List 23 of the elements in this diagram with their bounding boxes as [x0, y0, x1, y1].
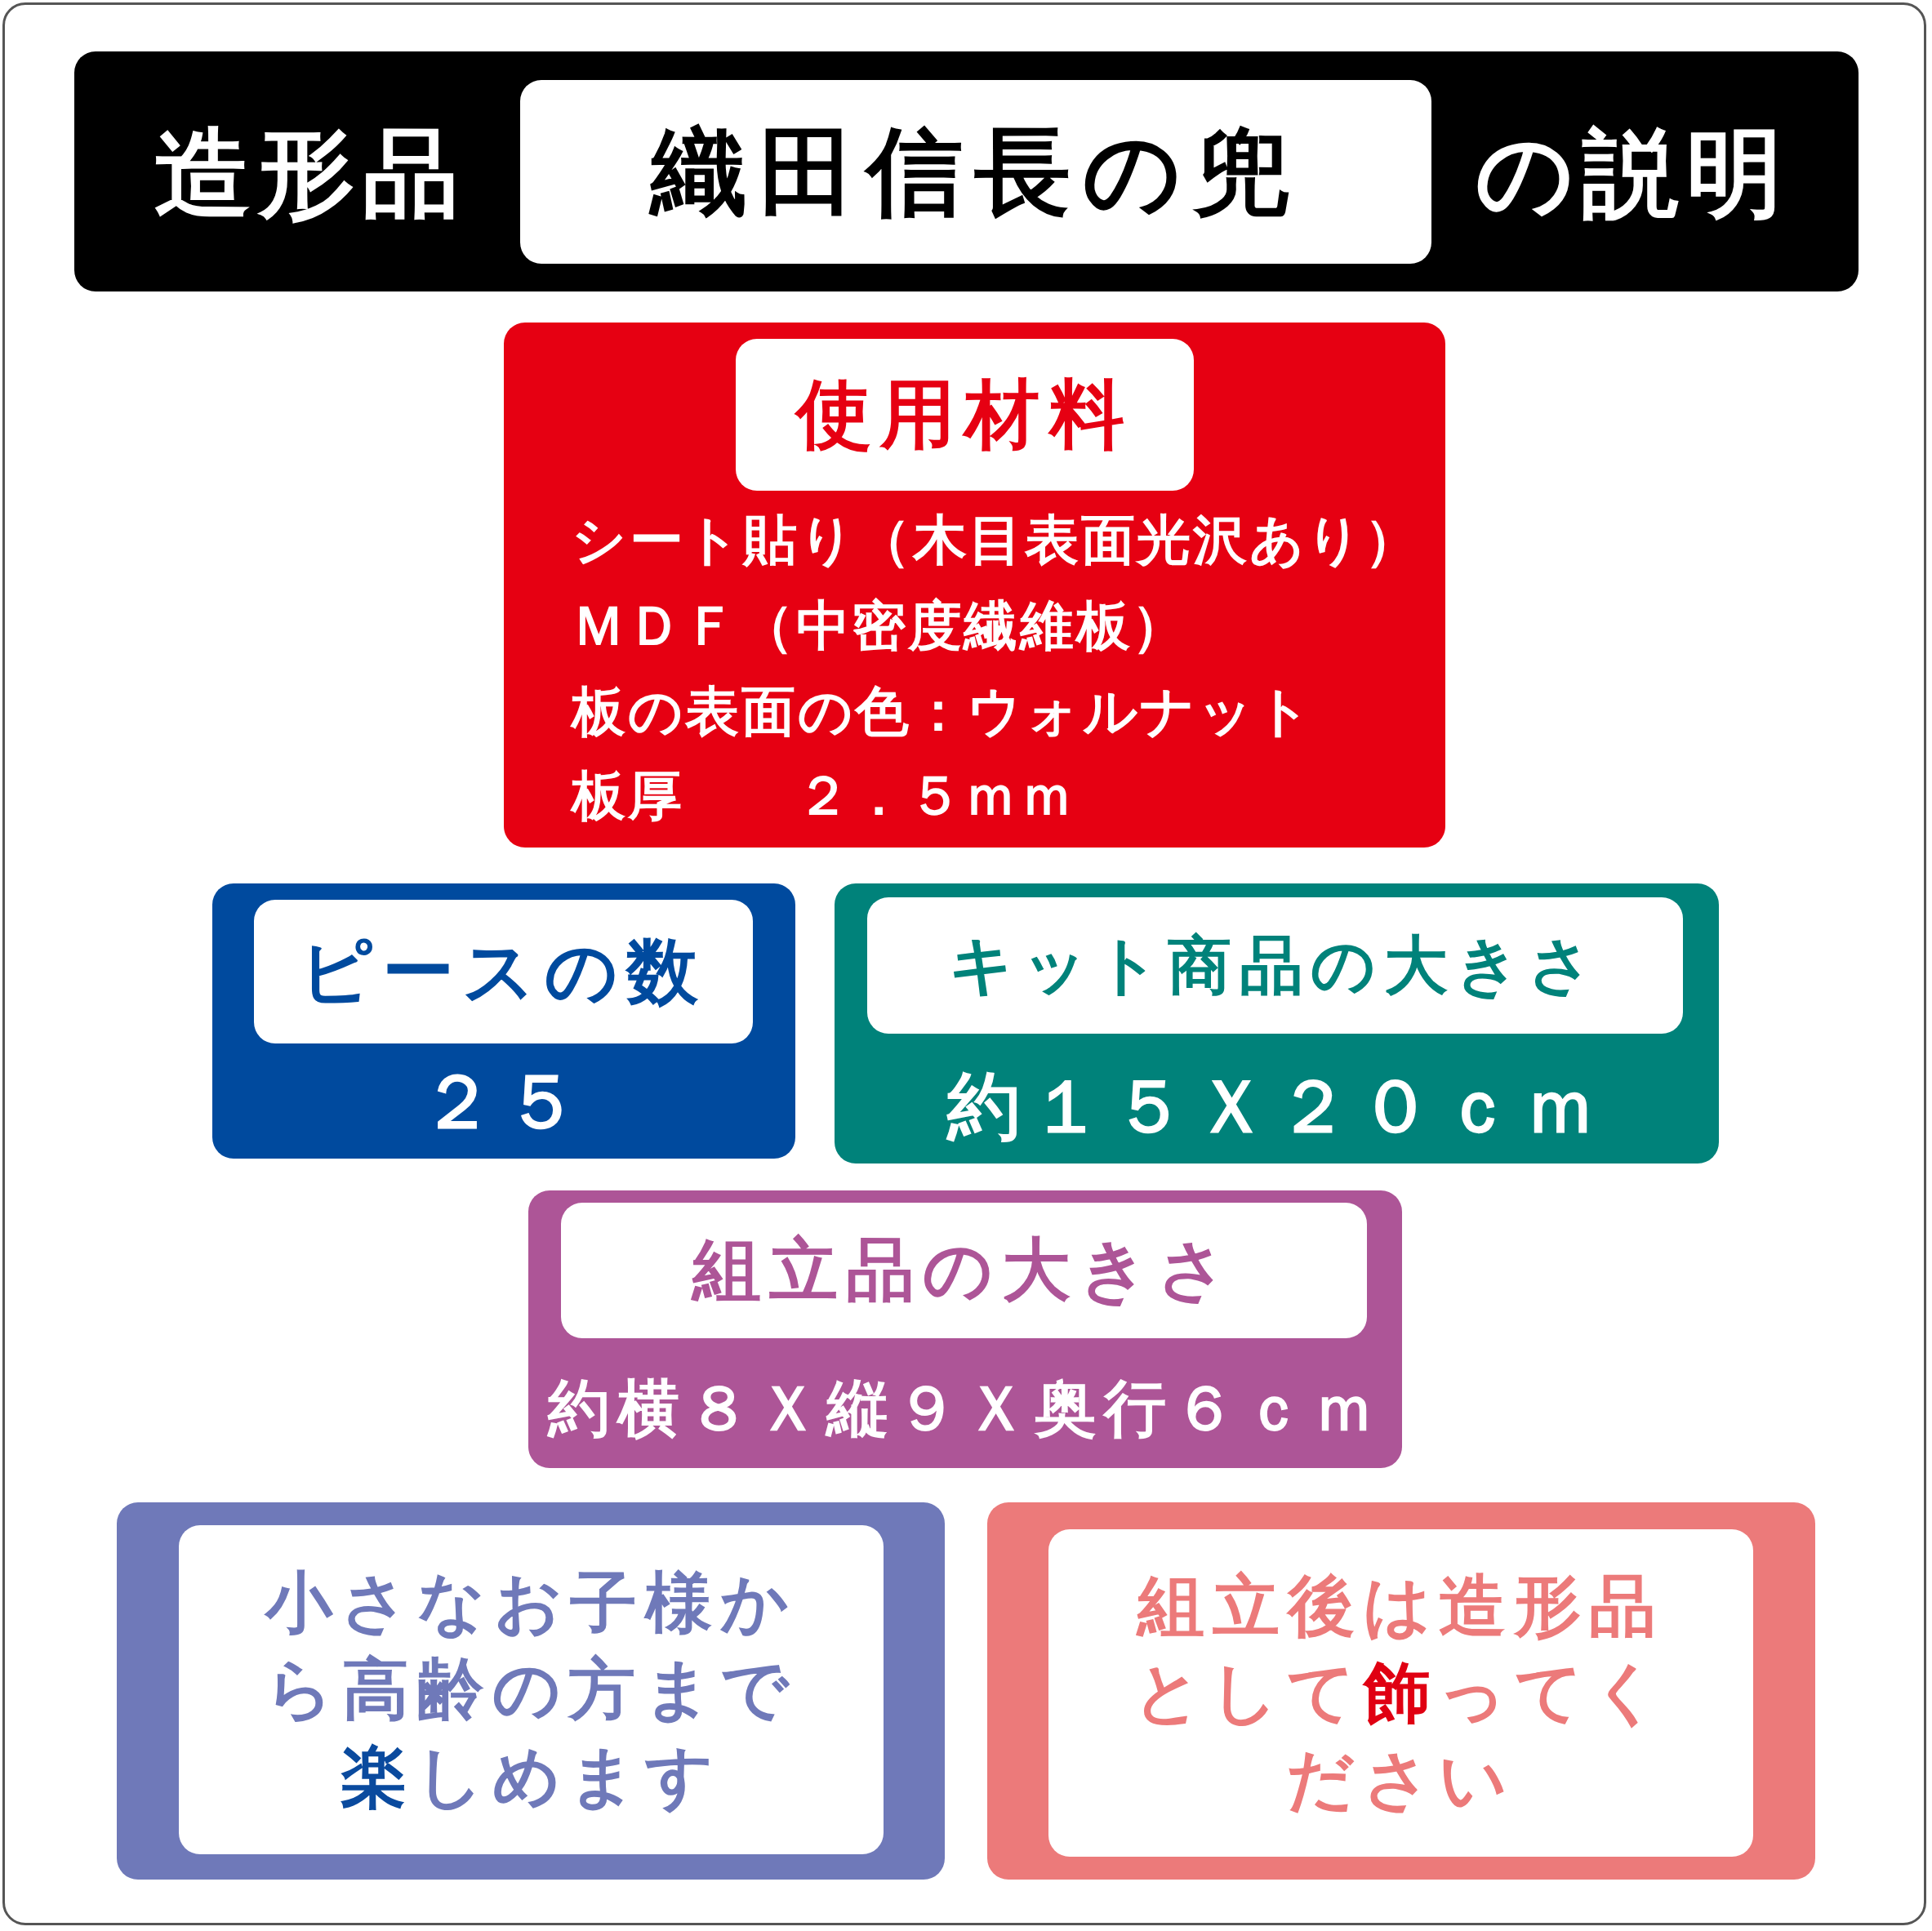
info-panel — [528, 1190, 1402, 1468]
info-panel — [504, 323, 1445, 848]
value-text: ＭＤＦ（中密度繊維板） — [572, 594, 1190, 660]
message-panel — [117, 1502, 945, 1880]
title-banner — [74, 51, 1859, 291]
message-box: 小さなお子様から高齢の方まで楽しめます — [179, 1525, 884, 1854]
heading-box: キット商品の大きさ — [867, 897, 1683, 1034]
value-text: 約１５Ｘ２０ｃｍ — [945, 1062, 1607, 1150]
title-text: の説明 — [1475, 116, 1792, 232]
title-box: 織田信長の兜 — [520, 80, 1431, 264]
heading-box: 使用材料 — [736, 339, 1194, 491]
message-box: 組立後は造形品として飾ってください — [1048, 1529, 1753, 1857]
info-panel — [835, 883, 1719, 1163]
message-panel — [987, 1502, 1815, 1880]
value-text: シート貼り（木目表面光沢あり） — [572, 508, 1422, 574]
value-text: 板厚 ２．５ｍｍ — [572, 763, 1077, 830]
value-text: 板の表面の色：ウォルナット — [572, 679, 1315, 745]
heading-box: 組立品の大きさ — [561, 1203, 1367, 1338]
value-text: 約横８Ｘ縦９Ｘ奥行６ｃｍ — [546, 1371, 1383, 1447]
heading-box: ピースの数 — [254, 900, 753, 1043]
value-text: ２５ — [418, 1057, 590, 1147]
info-panel — [212, 883, 795, 1159]
title-text: 造形品 — [153, 116, 468, 232]
